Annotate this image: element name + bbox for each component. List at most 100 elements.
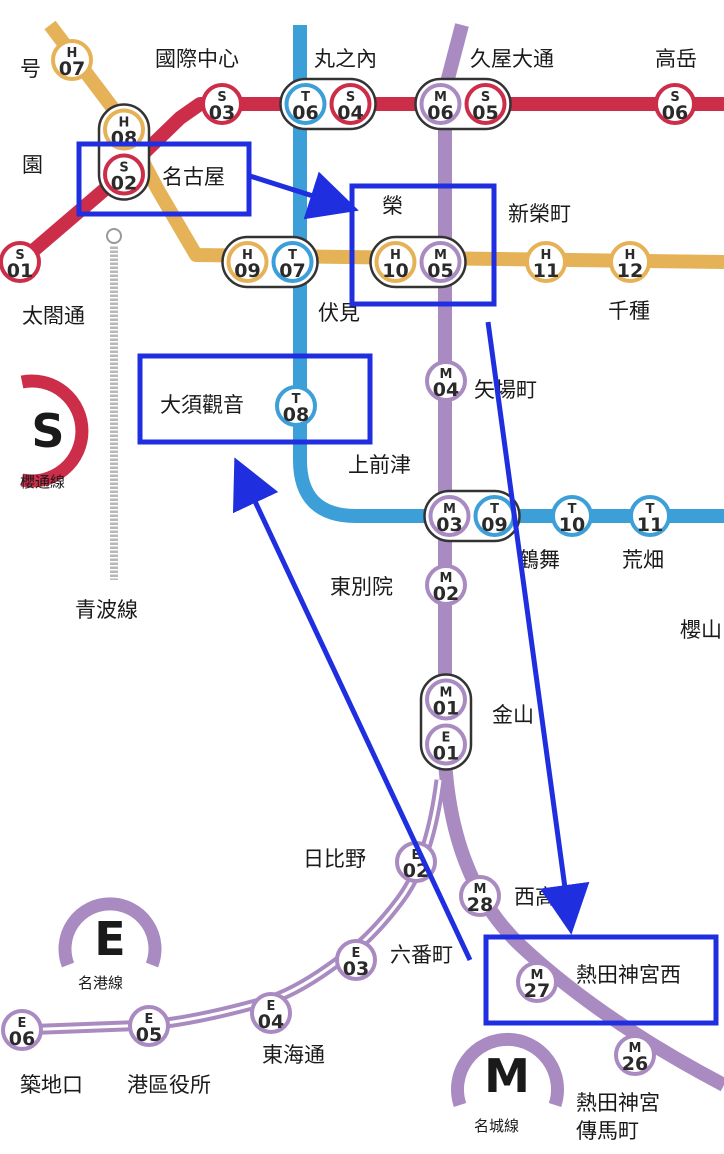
- annotation-arrow-atsuta-osu: [232, 457, 473, 962]
- station-code-letter: H: [119, 116, 130, 131]
- station-code-circle: [0, 241, 41, 283]
- station-marker-s03[interactable]: S03: [201, 83, 243, 125]
- station-code-number: 04: [258, 1011, 284, 1033]
- label-chikusa: 千種: [608, 299, 650, 323]
- station-marker-m26[interactable]: M26: [614, 1034, 656, 1076]
- station-code-number: 06: [427, 102, 453, 124]
- station-code-number: 10: [559, 514, 585, 536]
- station-code-number: 12: [617, 260, 643, 282]
- station-code-number: 05: [427, 260, 453, 282]
- label-sakurayama: 櫻山: [680, 618, 722, 642]
- station-marker-s01[interactable]: S01: [0, 241, 41, 283]
- station-code-letter: M: [629, 1041, 642, 1056]
- station-marker-s06[interactable]: S06: [654, 83, 696, 125]
- station-code-number: 01: [433, 698, 459, 720]
- station-marker-e06[interactable]: E06: [1, 1009, 43, 1051]
- label-yabacho: 矢場町: [474, 378, 537, 402]
- station-marker-h11[interactable]: H11: [525, 241, 567, 283]
- station-code-letter: T: [301, 90, 310, 105]
- station-marker-e03[interactable]: E03: [335, 939, 377, 981]
- station-code-circle: [425, 678, 467, 721]
- label-kamimaezu: 上前津: [348, 453, 411, 477]
- station-code-letter: M: [474, 882, 487, 897]
- tsurumai-line: [293, 25, 724, 523]
- station-marker-m02[interactable]: M02: [425, 564, 467, 606]
- station-code-circle: [335, 939, 377, 981]
- station-code-circle: [250, 992, 292, 1034]
- station-code-circle: [201, 83, 243, 125]
- station-marker-t11[interactable]: T11: [629, 495, 671, 537]
- station-code-number: 03: [209, 102, 235, 124]
- label-hisaya-odori: 久屋大通: [470, 47, 554, 71]
- aonami-line: [106, 228, 122, 580]
- station-marker-m04[interactable]: M04: [425, 360, 467, 402]
- annotation-layer: [76, 141, 719, 1026]
- station-code-circle: [103, 108, 145, 151]
- station-marker-e04[interactable]: E04: [250, 992, 292, 1034]
- station-code-letter: E: [267, 999, 276, 1014]
- station-code-circle: [551, 495, 593, 537]
- station-marker-h07[interactable]: H07: [51, 39, 93, 81]
- station-code-circle: [374, 241, 417, 283]
- station-code-circle: [51, 39, 93, 81]
- station-marker-e05[interactable]: E05: [128, 1005, 170, 1047]
- station-code-circle: [425, 564, 467, 606]
- station-marker-m27[interactable]: M27: [516, 961, 558, 1003]
- station-code-circle: [226, 241, 269, 283]
- label-nagoya: 名古屋: [162, 165, 225, 189]
- station-marker-t08[interactable]: T08: [275, 385, 317, 427]
- station-marker-t10[interactable]: T10: [551, 495, 593, 537]
- station-code-letter: E: [412, 848, 421, 863]
- station-code-letter: M: [434, 90, 447, 105]
- station-code-letter: E: [145, 1012, 154, 1027]
- station-code-letter: M: [440, 367, 453, 382]
- label-atsuta-jingu-nishi: 熱田神宮西: [576, 963, 681, 987]
- station-code-letter: T: [646, 502, 655, 517]
- station-marker-m28[interactable]: M28: [459, 875, 501, 917]
- station-code-number: 01: [7, 260, 33, 282]
- label-higashi-betsuin: 東別院: [330, 575, 393, 599]
- label-tsurumai: 鶴舞: [518, 548, 560, 572]
- station-code-letter: T: [568, 502, 577, 517]
- label-partial-h07: 号: [20, 57, 41, 81]
- label-shinsakaemachi: 新榮町: [508, 202, 571, 226]
- label-taikodori: 太閤通: [22, 304, 85, 328]
- label-minato-kuyakusho: 港區役所: [127, 1073, 211, 1097]
- station-marker-h12[interactable]: H12: [609, 241, 651, 283]
- station-code-circle: [329, 83, 372, 125]
- label-rokubancho: 六番町: [390, 943, 453, 967]
- station-code-number: 01: [433, 743, 459, 765]
- station-code-letter: H: [625, 248, 636, 263]
- station-code-number: 09: [481, 514, 507, 536]
- station-code-number: 03: [436, 514, 462, 536]
- label-aonami-line: 青波線: [75, 598, 138, 622]
- station-code-number: 07: [59, 58, 85, 80]
- station-code-number: 28: [467, 894, 493, 916]
- svg-text:名港線: 名港線: [78, 974, 123, 992]
- annotation-box-atsuta-jingu-nishi: [483, 934, 719, 1026]
- station-code-letter: E: [442, 731, 451, 746]
- station-code-letter: M: [531, 968, 544, 983]
- station-code-circle: [464, 83, 507, 125]
- station-code-number: 05: [472, 102, 498, 124]
- label-temmacho: 傳馬町: [576, 1119, 639, 1143]
- label-tokaidori: 東海通: [262, 1043, 325, 1067]
- station-code-circle: [654, 83, 696, 125]
- station-code-letter: M: [440, 571, 453, 586]
- annotation-box-osu-kannon: [137, 353, 373, 445]
- station-code-number: 03: [343, 958, 369, 980]
- station-code-letter: M: [434, 248, 447, 263]
- station-code-letter: H: [541, 248, 552, 263]
- station-code-number: 11: [637, 514, 663, 536]
- station-code-letter: H: [390, 248, 401, 263]
- station-code-number: 11: [533, 260, 559, 282]
- label-osu-kannon: 大須觀音: [160, 393, 244, 417]
- annotation-box-sakae: [349, 183, 497, 307]
